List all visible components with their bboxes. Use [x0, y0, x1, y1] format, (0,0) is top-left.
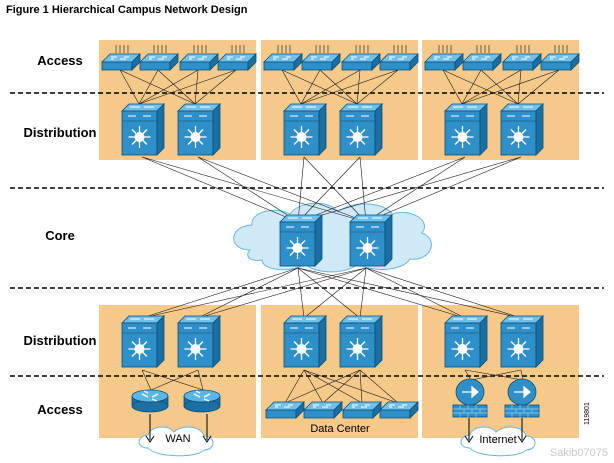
links	[115, 45, 568, 404]
layer-label-distribution-top: Distribution	[23, 125, 97, 140]
multilayer-switch-icon	[349, 214, 393, 267]
multilayer-switch-icon	[283, 103, 327, 156]
multilayer-switch-icon	[500, 103, 544, 156]
layer-label-core: Core	[45, 228, 75, 243]
firewall-icon	[452, 378, 488, 418]
data-center-caption: Data Center	[310, 423, 370, 435]
multilayer-switch-icon	[444, 103, 488, 156]
multilayer-switch-icon	[339, 315, 383, 368]
firewall-icon	[504, 378, 540, 418]
access-switch-icon	[265, 401, 305, 419]
access-switch-icon	[379, 401, 419, 419]
multilayer-switch-icon	[444, 315, 488, 368]
core-cloud-icon	[233, 202, 432, 273]
figure-title: Figure 1 Hierarchical Campus Network Des…	[6, 4, 248, 16]
wan-cloud-icon	[138, 414, 214, 457]
access-switch-icon	[379, 53, 419, 71]
access-switch-icon	[424, 53, 464, 71]
multilayer-switch-icon	[177, 315, 221, 368]
wan-caption: WAN	[165, 433, 191, 445]
multilayer-switch-icon	[121, 315, 165, 368]
access-switch-icon	[462, 53, 502, 71]
access-switch-icon	[502, 53, 542, 71]
layer-label-access-top: Access	[37, 53, 83, 68]
multilayer-switch-icon	[279, 214, 323, 267]
access-switch-icon	[303, 401, 343, 419]
multilayer-switch-icon	[177, 103, 221, 156]
multilayer-switch-icon	[121, 103, 165, 156]
internet-caption: Internet	[479, 434, 517, 446]
access-switch-icon	[301, 53, 341, 71]
access-switch-icon	[179, 53, 219, 71]
watermark: Sakib07075	[549, 447, 608, 459]
multilayer-switch-icon	[339, 103, 383, 156]
layer-label-access-bottom: Access	[37, 402, 83, 417]
access-switch-icon	[217, 53, 257, 71]
layer-label-distribution-bottom: Distribution	[23, 333, 97, 348]
access-switch-icon	[342, 401, 382, 419]
access-switch-icon	[263, 53, 303, 71]
multilayer-switch-icon	[500, 315, 544, 368]
access-switch-icon	[540, 53, 580, 71]
access-switch-icon	[101, 53, 141, 71]
router-icon	[131, 389, 169, 413]
figure-number: 119801	[584, 402, 591, 425]
access-switch-icon	[341, 53, 381, 71]
router-icon	[183, 389, 221, 413]
access-switch-icon	[139, 53, 179, 71]
internet-cloud-icon	[460, 418, 536, 457]
multilayer-switch-icon	[283, 315, 327, 368]
